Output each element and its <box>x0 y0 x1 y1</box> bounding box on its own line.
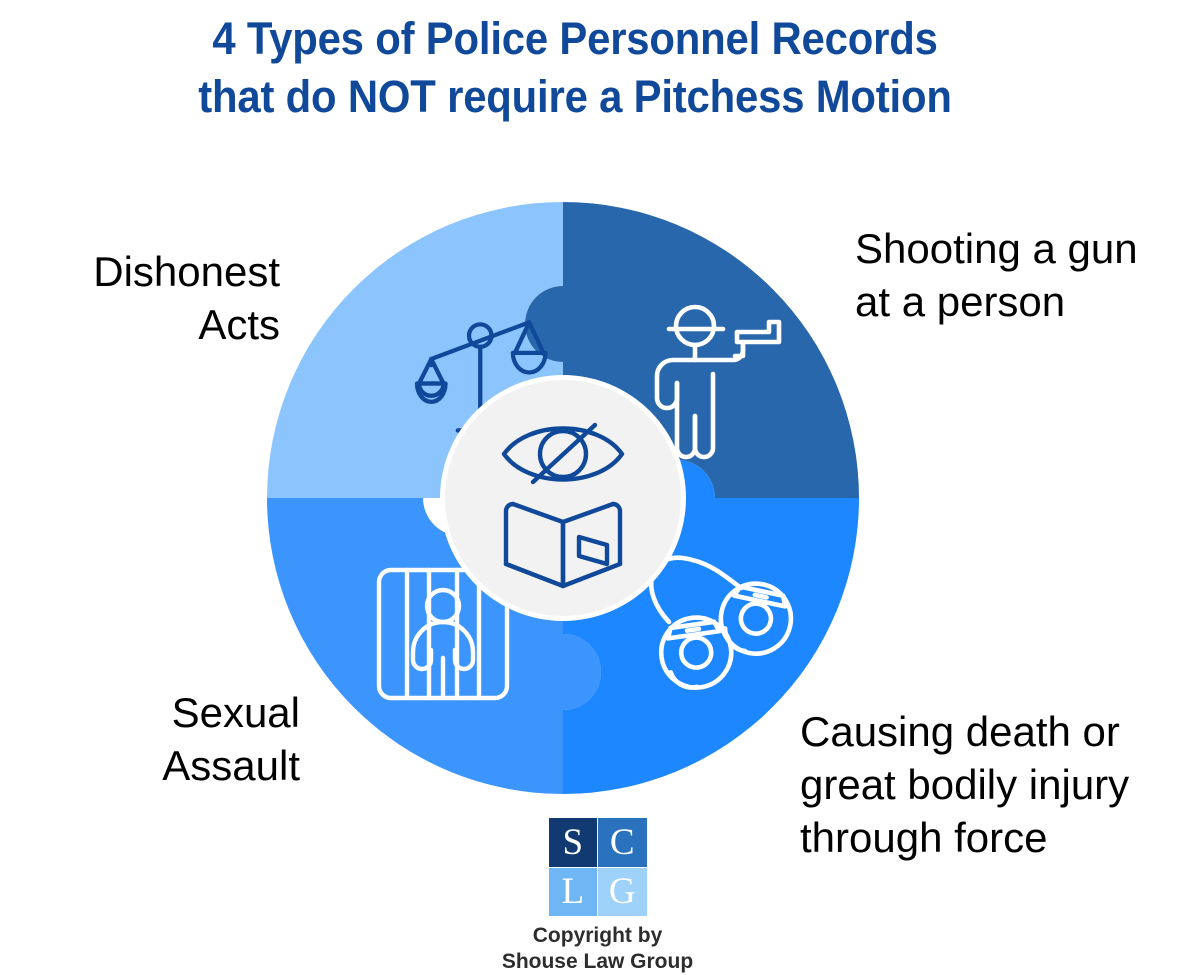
copyright-line-1: Copyright by <box>532 924 663 947</box>
page-title-line-2: that do NOT require a Pitchess Motion <box>198 71 952 122</box>
copyright-line-2: Shouse Law Group <box>501 950 694 973</box>
page-title: 4 Types of Police Personnel Records that… <box>0 10 1150 126</box>
shouse-law-group-logo: S C L G <box>548 818 647 916</box>
logo-letter-l: L <box>548 867 597 916</box>
label-shooting-gun: Shooting a gun at a person <box>855 225 1138 325</box>
segment-dishonest-acts[interactable] <box>267 202 859 794</box>
person-shooting-gun-icon <box>654 304 782 460</box>
scales-of-justice-icon <box>414 320 548 433</box>
logo-letter-c: C <box>598 818 647 867</box>
label-sexual-assault: Sexual Assault <box>162 689 300 789</box>
copyright-notice: Copyright by Shouse Law Group <box>0 923 1195 975</box>
hidden-records-icon <box>501 422 625 589</box>
person-behind-bars-icon <box>376 567 510 701</box>
logo-letter-g: G <box>598 867 647 916</box>
label-dishonest-acts: Dishonest Acts <box>93 248 280 348</box>
page-title-line-1: 4 Types of Police Personnel Records <box>212 13 938 64</box>
logo-letter-s: S <box>548 818 597 867</box>
footer: S C L G Copyright by Shouse Law Group <box>0 818 1195 975</box>
label-causing-death: Causing death or great bodily injury thr… <box>800 708 1130 861</box>
puzzle-wheel-diagram <box>263 198 863 798</box>
handcuffs-icon <box>649 555 794 690</box>
segment-shooting-gun[interactable] <box>267 202 859 794</box>
